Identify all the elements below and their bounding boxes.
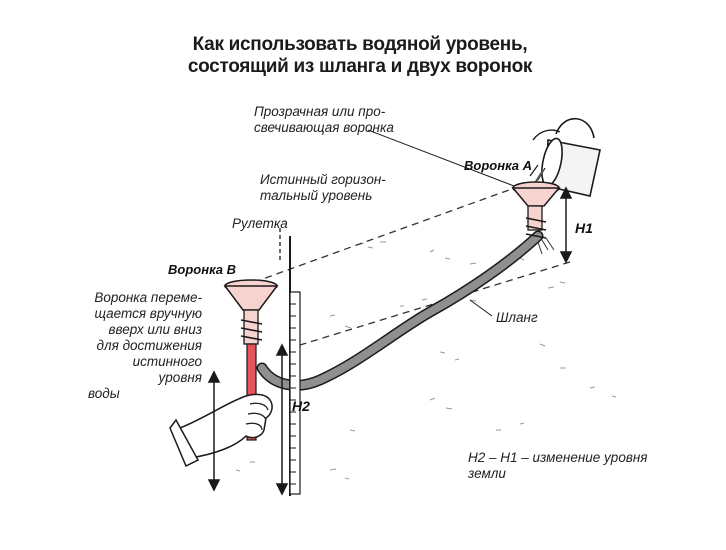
h1-dimension xyxy=(559,186,573,264)
title-line-2: состоящий из шланга и двух воронок xyxy=(187,56,533,77)
hose-label: Шланг xyxy=(496,310,538,325)
funnel-a-label: Воронка А xyxy=(464,158,533,173)
leader-lines xyxy=(367,129,515,317)
vertical-move-arrow xyxy=(207,370,221,492)
tape-measure-icon xyxy=(279,228,301,496)
bucket-icon xyxy=(529,117,601,197)
h1-label: H1 xyxy=(575,220,593,236)
true-horizontal-label: Истинный горизон- тальный уровень xyxy=(260,172,386,203)
h2-label: H2 xyxy=(292,398,310,414)
hand-icon xyxy=(169,393,273,468)
h2-dimension xyxy=(275,343,289,496)
funnel-movement-note: Воронка переме- щается вручную вверх или… xyxy=(88,290,202,401)
title-line-1: Как использовать водяной уровень, xyxy=(192,34,528,55)
ground-level-change-note: H2 – H1 – изменение уровня земли xyxy=(468,450,648,481)
diagram-title: Как использовать водяной уровень, состоя… xyxy=(150,34,570,78)
tape-measure-label: Рулетка xyxy=(232,216,288,231)
funnel-b-label: Воронка В xyxy=(168,262,237,277)
transparent-funnel-leader xyxy=(367,129,515,187)
funnel-a-icon xyxy=(511,181,561,255)
transparent-funnel-label: Прозрачная или про- свечивающая воронка xyxy=(254,104,394,135)
hose-leader xyxy=(469,299,493,317)
upper-horizontal-line xyxy=(234,185,521,290)
funnel-b-icon xyxy=(223,279,279,441)
